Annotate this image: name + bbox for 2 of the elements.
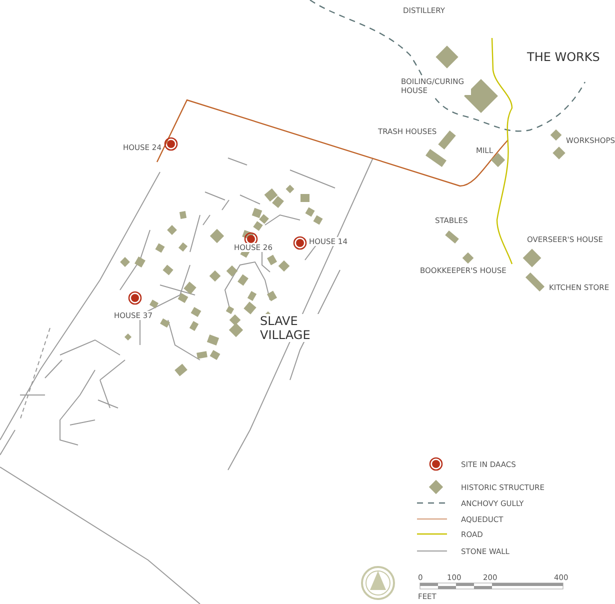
- area-label: SLAVE VILLAGE: [260, 314, 320, 342]
- area-label: THE WORKS: [527, 50, 600, 64]
